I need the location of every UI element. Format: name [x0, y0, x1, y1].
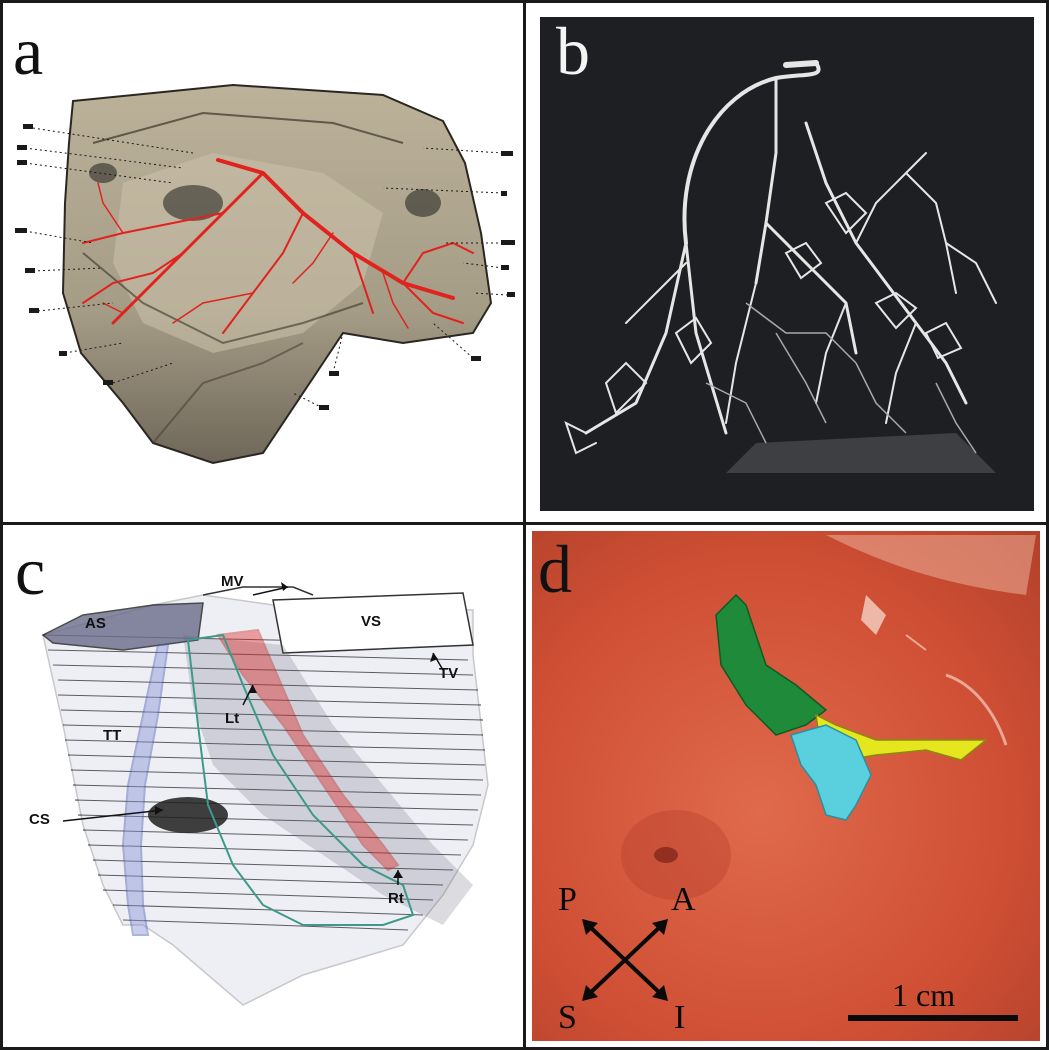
scale-bar-label: 1 cm: [892, 977, 956, 1013]
direction-a: A: [671, 881, 696, 918]
label-tv: TV: [439, 665, 459, 682]
label-as: AS: [85, 615, 106, 632]
vertical-divider: [523, 0, 526, 1050]
tt-fiber-blue: [121, 644, 170, 936]
panel-d: d P A S I 1 cm: [526, 525, 1046, 1047]
direction-p: P: [558, 881, 577, 918]
label-vs: VS: [361, 613, 382, 630]
horizontal-divider: [0, 522, 1049, 525]
label-lt: Lt: [225, 710, 240, 727]
orientation-arrows: [586, 923, 664, 997]
panel-a: a: [3, 3, 523, 522]
panel-c: c MV AS VS TV TT Lt CS Rt: [3, 525, 523, 1047]
serial-section-reconstruction: [41, 582, 489, 1006]
label-rt: Rt: [388, 890, 404, 907]
panel-letter-b: b: [556, 13, 590, 89]
label-mv: MV: [221, 573, 244, 590]
panel-letter-d: d: [538, 531, 572, 607]
label-tt: TT: [103, 727, 122, 744]
panel-letter-c: c: [15, 533, 46, 609]
heart-section-illustration: [15, 83, 515, 465]
panel-letter-a: a: [13, 13, 44, 89]
scale-bar: [848, 1015, 1018, 1021]
tissue-photograph-with-model: [532, 531, 1040, 1041]
label-cs: CS: [29, 811, 50, 828]
rt-fiber-red: [216, 628, 400, 872]
cast-photograph: [540, 17, 1034, 511]
model-cyan-segment: [790, 724, 872, 821]
direction-s: S: [558, 999, 577, 1036]
panel-b: b: [526, 3, 1046, 522]
model-green-segment: [715, 593, 828, 736]
conduction-system-red: [82, 158, 474, 334]
direction-i: I: [674, 999, 686, 1036]
lt-fiber-teal: [186, 633, 415, 926]
